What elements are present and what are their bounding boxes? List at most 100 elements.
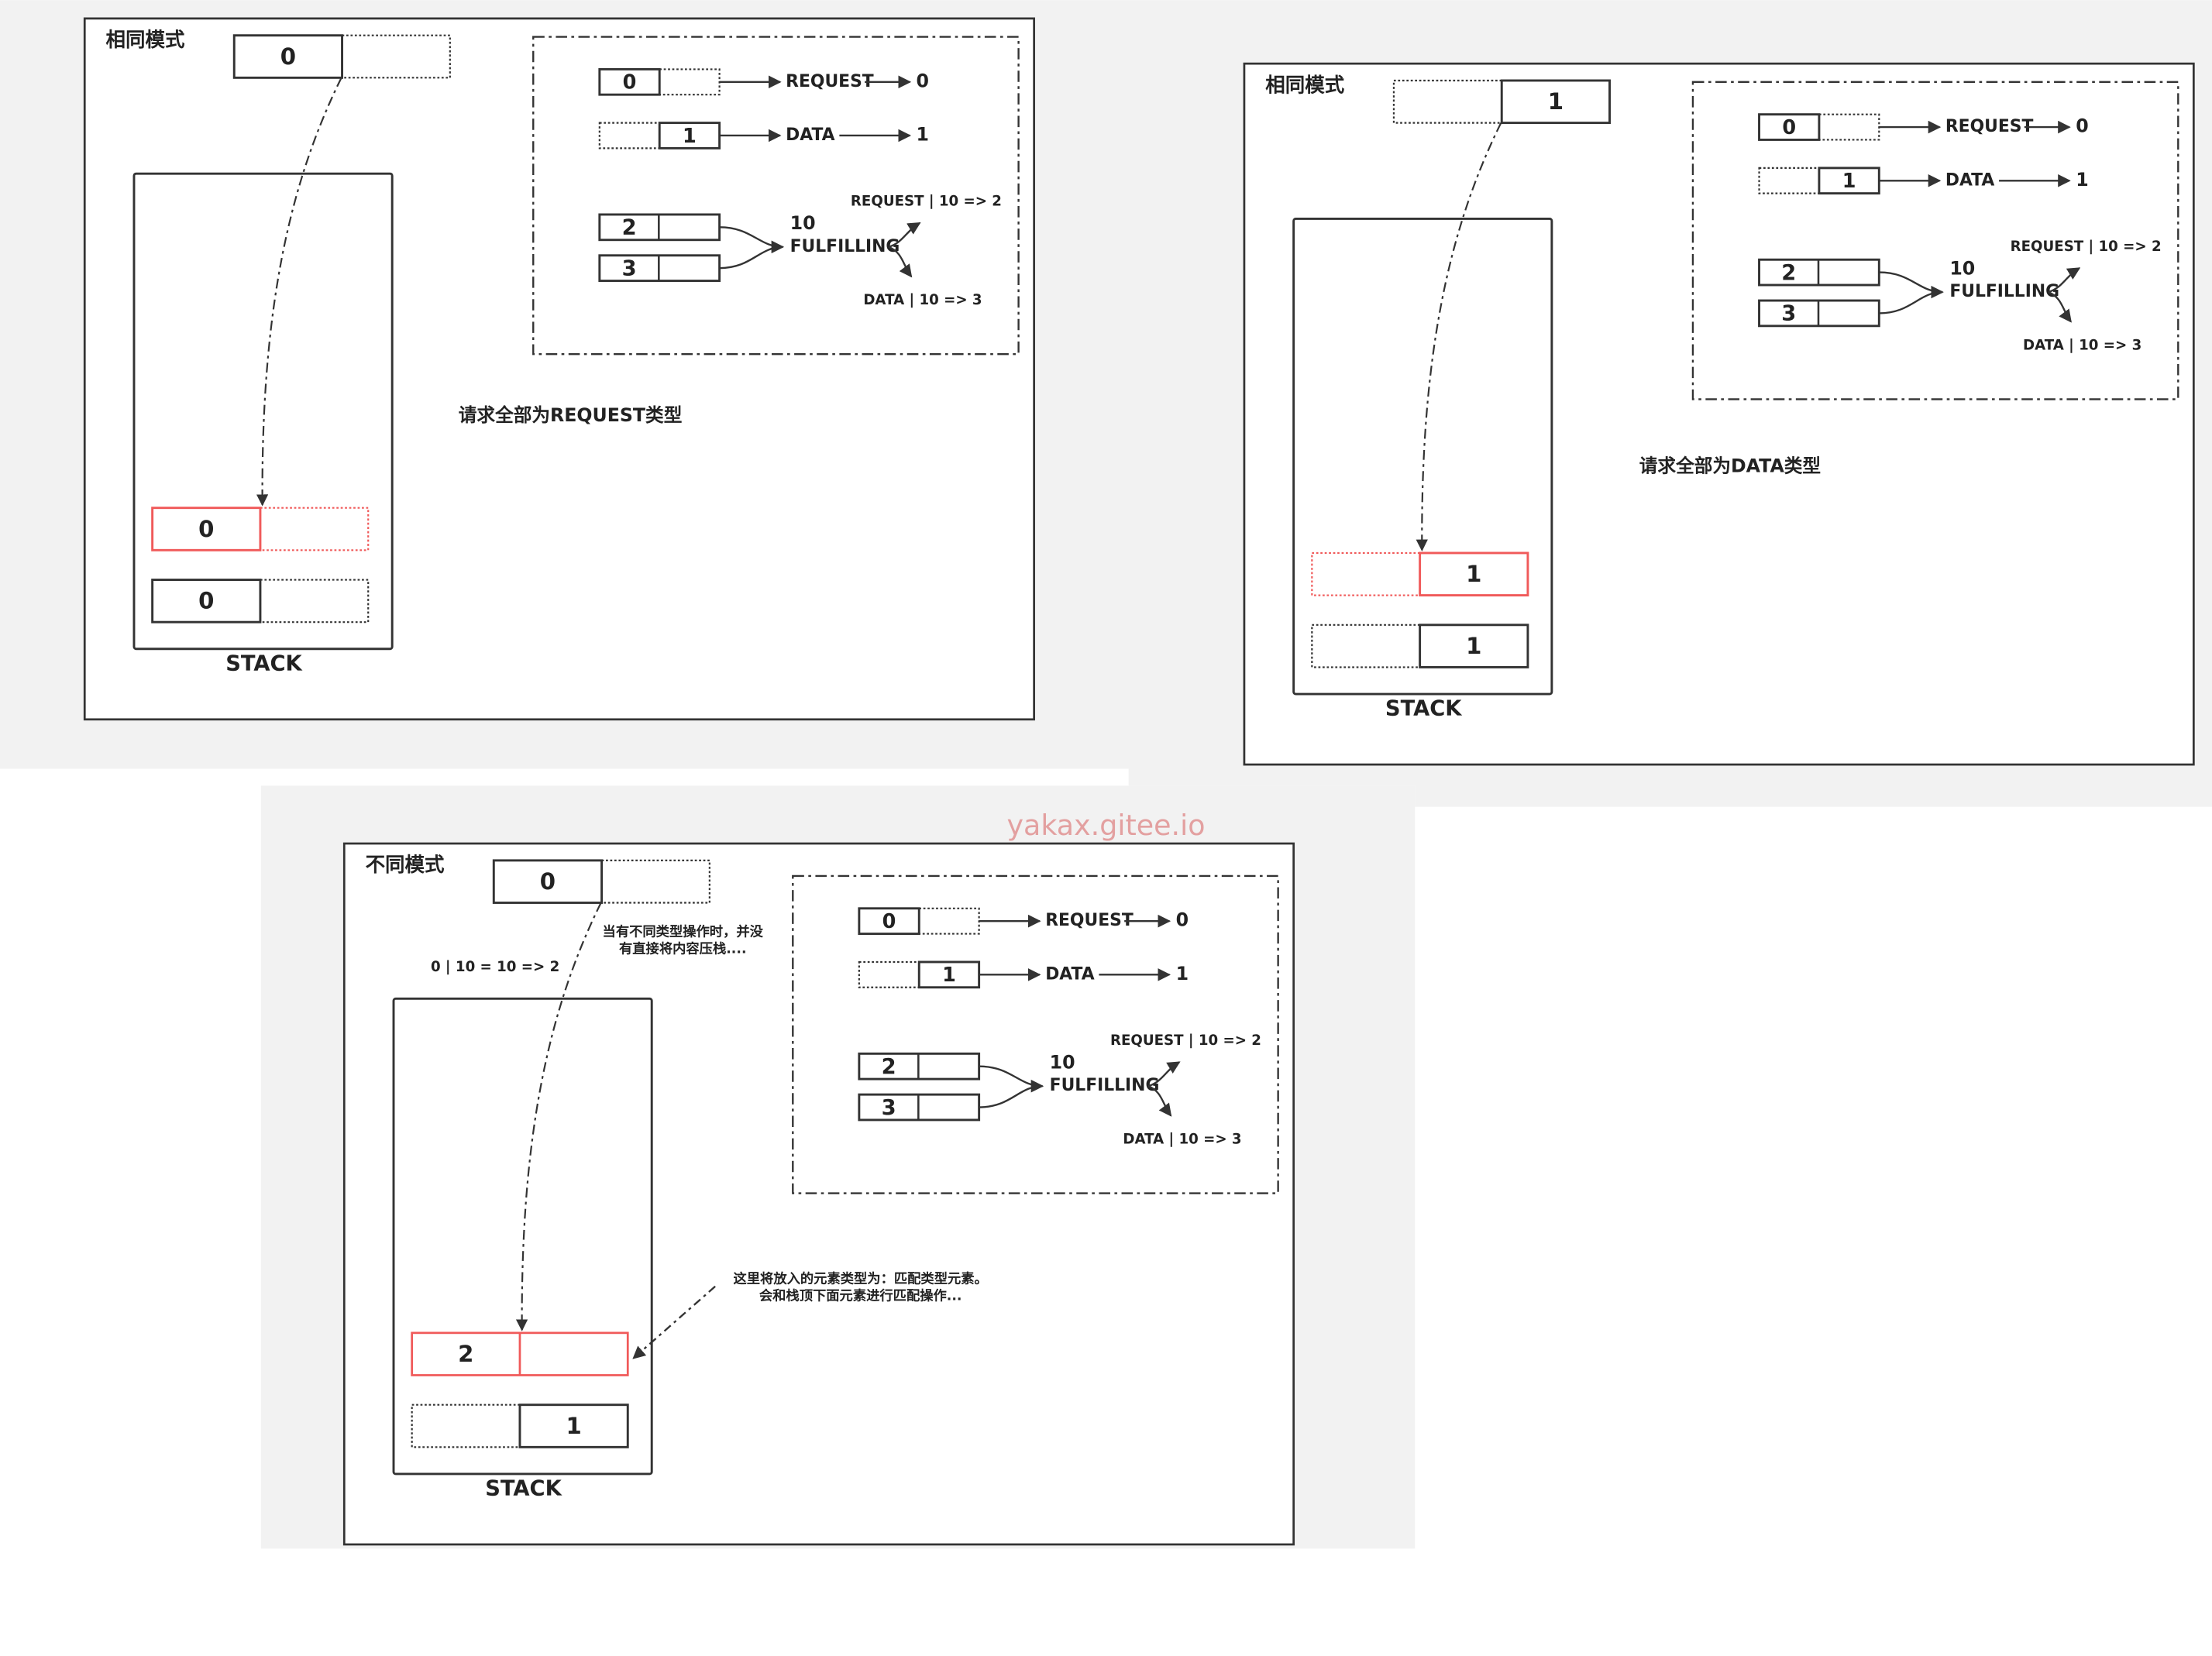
legend-data-label: DATA	[1945, 170, 1995, 190]
note-match: 会和栈顶下面元素进行匹配操作...	[759, 1288, 962, 1304]
arrow-line	[1879, 290, 1943, 314]
legend-data-result: 1	[2076, 169, 2088, 191]
legend-request-result: 0	[2076, 115, 2088, 137]
cell-value: 0	[540, 868, 556, 895]
legend-row-data: 1	[598, 122, 721, 149]
cell-value: 0	[1782, 116, 1796, 139]
arrow-icon	[719, 226, 785, 254]
legend-request-result: 0	[1176, 909, 1189, 931]
fulfill-cell-value: 3	[882, 1096, 896, 1120]
stack-bottom-node: 1	[411, 1403, 629, 1448]
arrow-line	[979, 1085, 1043, 1108]
arrow-icon	[1147, 1085, 1172, 1117]
top-node: 0	[492, 859, 710, 904]
cell-value: 0	[280, 43, 296, 70]
cell-value: 0	[882, 910, 896, 933]
value-cell	[598, 67, 661, 96]
value-cell	[917, 960, 981, 989]
empty-cell	[259, 579, 370, 624]
arrow-icon	[1147, 1061, 1181, 1087]
panel-caption: 请求全部为DATA类型	[1639, 455, 1821, 476]
cell-value: 0	[623, 71, 637, 94]
legend-data-label: DATA	[786, 125, 835, 145]
value-cell	[151, 507, 262, 551]
value-cell	[1500, 79, 1611, 125]
fulfill-count: 10	[790, 212, 816, 234]
fulfill-cell-value: 2	[882, 1055, 896, 1079]
fulfill-data-note: DATA | 10 => 3	[863, 292, 982, 308]
value-cell	[1758, 113, 1821, 141]
fulfill-count: 10	[1050, 1052, 1075, 1074]
stack-top-node: 1	[1311, 551, 1529, 597]
fulfill-request-note: REQUEST | 10 => 2	[851, 194, 1002, 210]
legend-row-data: 1	[1758, 167, 1880, 195]
legend-request-label: REQUEST	[786, 72, 874, 91]
empty-cell	[1818, 113, 1880, 141]
value-cell	[232, 34, 343, 79]
fulfill-cell-value: 2	[622, 216, 637, 240]
value-cell	[858, 907, 920, 936]
cell-value: 1	[1466, 633, 1481, 659]
empty-cell	[1311, 551, 1421, 596]
top-node: 1	[1392, 79, 1611, 125]
arrow-icon	[888, 246, 913, 278]
legend-data-label: DATA	[1045, 964, 1095, 984]
legend-request-label: REQUEST	[1945, 117, 2034, 136]
cell-value: 1	[942, 964, 956, 987]
value-cell	[1419, 551, 1529, 597]
cell-value: 1	[1548, 88, 1564, 115]
top-node: 0	[232, 34, 451, 79]
value-cell	[1419, 624, 1529, 668]
fulfill-cell-value: 3	[622, 256, 637, 280]
watermark: yakax.gitee.io	[1007, 809, 1206, 842]
panel-title: 相同模式	[106, 29, 185, 52]
empty-cell	[1311, 624, 1421, 668]
value-cell	[518, 1403, 629, 1448]
arrow-line	[719, 246, 783, 270]
note-push: 0 | 10 = 10 => 2	[431, 959, 559, 975]
legend-border	[792, 874, 1279, 1194]
value-cell	[151, 579, 262, 624]
fulfill-request-note: REQUEST | 10 => 2	[1110, 1032, 1261, 1049]
arrow-icon	[1879, 271, 1944, 299]
stack-label: STACK	[485, 1476, 562, 1500]
legend-row-request: 0	[858, 907, 980, 936]
panel-caption: 请求全部为REQUEST类型	[459, 404, 683, 426]
cell-value: 0	[198, 516, 214, 542]
cell-value: 2	[458, 1341, 473, 1367]
cell-value: 1	[683, 125, 697, 148]
fulfill-request-note: REQUEST | 10 => 2	[2011, 239, 2162, 255]
push-arrow-icon	[256, 77, 342, 507]
empty-cell	[918, 907, 980, 935]
arrow-icon	[979, 1065, 1044, 1093]
push-arrow-icon	[515, 902, 602, 1331]
legend-data-result: 1	[917, 123, 929, 145]
fulfill-data-note: DATA | 10 => 3	[1123, 1131, 1241, 1147]
panel-title: 相同模式	[1265, 74, 1344, 97]
legend-border	[532, 36, 1020, 356]
empty-cell	[1392, 79, 1503, 124]
stack-box	[1292, 217, 1553, 696]
note-match: 这里将放入的元素类型为：匹配类型元素。	[734, 1271, 988, 1287]
panel-title: 不同模式	[366, 854, 445, 877]
empty-cell	[411, 1403, 521, 1448]
stack-bottom-node: 1	[1311, 624, 1529, 668]
empty-cell	[259, 507, 370, 551]
legend-request-label: REQUEST	[1045, 911, 1134, 930]
fulfill-label: FULFILLING	[790, 237, 900, 256]
stack-top-node: 2	[411, 1331, 629, 1376]
fulfill-label: FULFILLING	[1949, 282, 2059, 301]
fulfill-label: FULFILLING	[1050, 1076, 1160, 1095]
stack-box	[132, 172, 394, 651]
stack-bottom-node: 0	[151, 579, 370, 624]
note-no-push: 当有不同类型操作时，并没	[603, 924, 764, 940]
cell-value: 1	[1842, 170, 1856, 193]
stack-label: STACK	[1385, 697, 1462, 721]
arrow-icon	[2048, 267, 2081, 294]
value-cell	[492, 859, 604, 904]
stack-box	[392, 997, 653, 1476]
